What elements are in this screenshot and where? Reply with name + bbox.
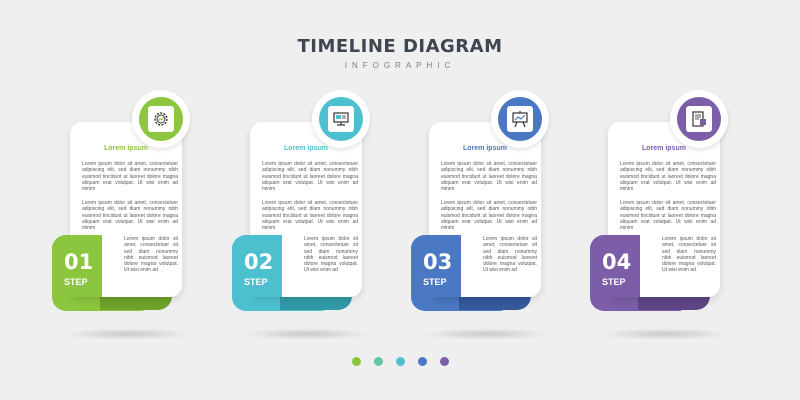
step-paragraph-3: Lorem ipsum dolor sit amet, consectetuer… xyxy=(304,236,358,274)
step-heading: Lorem ipsum xyxy=(463,145,507,152)
step-icon-ring xyxy=(132,90,190,148)
step-paragraph-2: Lorem ipsum dolor sit amet, consectetuer… xyxy=(620,200,716,232)
step-icon-circle xyxy=(319,97,363,141)
step-number: 02 xyxy=(244,250,274,274)
monitor-icon xyxy=(328,106,354,132)
step-shadow xyxy=(242,328,372,340)
step-paragraph-3: Lorem ipsum dolor sit amet, consectetuer… xyxy=(662,236,716,274)
step-paragraph-1: Lorem ipsum dolor sit amet, consectetuer… xyxy=(82,161,178,193)
step-paragraph-1: Lorem ipsum dolor sit amet, consectetuer… xyxy=(262,161,358,193)
page-subtitle: INFOGRAPHIC xyxy=(344,61,456,70)
step-paragraph-1: Lorem ipsum dolor sit amet, consectetuer… xyxy=(620,161,716,193)
step-card-cover xyxy=(590,235,640,297)
step-heading: Lorem ipsum xyxy=(284,145,328,152)
step-icon-circle xyxy=(677,97,721,141)
step-shadow xyxy=(600,328,730,340)
step-label: STEP xyxy=(244,277,268,287)
timeline-step-1: Lorem ipsum Lorem ipsum dolor sit amet, … xyxy=(52,90,202,340)
step-heading: Lorem ipsum xyxy=(642,145,686,152)
timeline-step-2: Lorem ipsum Lorem ipsum dolor sit amet, … xyxy=(232,90,382,340)
document-icon xyxy=(686,106,712,132)
dot-4 xyxy=(417,357,427,366)
step-card-cover xyxy=(232,235,282,297)
timeline-step-3: Lorem ipsum Lorem ipsum dolor sit amet, … xyxy=(411,90,561,340)
step-paragraph-3: Lorem ipsum dolor sit amet, consectetuer… xyxy=(483,236,537,274)
page-title: TIMELINE DIAGRAM xyxy=(297,36,503,57)
pagination-dots xyxy=(0,357,800,366)
dot-5 xyxy=(439,357,449,366)
dot-1 xyxy=(351,357,361,366)
step-card-cover xyxy=(411,235,461,297)
step-icon-circle xyxy=(139,97,183,141)
step-shadow xyxy=(421,328,551,340)
step-icon-ring xyxy=(670,90,728,148)
step-label: STEP xyxy=(423,277,447,287)
step-number: 01 xyxy=(64,250,94,274)
step-icon-ring xyxy=(491,90,549,148)
step-card-cover xyxy=(52,235,102,297)
step-heading: Lorem ipsum xyxy=(104,145,148,152)
step-paragraph-2: Lorem ipsum dolor sit amet, consectetuer… xyxy=(262,200,358,232)
timeline-step-4: Lorem ipsum Lorem ipsum dolor sit amet, … xyxy=(590,90,740,340)
step-paragraph-3: Lorem ipsum dolor sit amet, consectetuer… xyxy=(124,236,178,274)
step-label: STEP xyxy=(602,277,626,287)
step-label: STEP xyxy=(64,277,88,287)
step-number: 03 xyxy=(423,250,453,274)
step-paragraph-2: Lorem ipsum dolor sit amet, consectetuer… xyxy=(441,200,537,232)
presentation-board-icon xyxy=(507,106,533,132)
header: TIMELINE DIAGRAM INFOGRAPHIC xyxy=(0,36,800,70)
gear-chart-icon xyxy=(148,106,174,132)
step-paragraph-1: Lorem ipsum dolor sit amet, consectetuer… xyxy=(441,161,537,193)
step-number: 04 xyxy=(602,250,632,274)
dot-2 xyxy=(373,357,383,366)
dot-3 xyxy=(395,357,405,366)
step-icon-ring xyxy=(312,90,370,148)
step-shadow xyxy=(62,328,192,340)
step-icon-circle xyxy=(498,97,542,141)
step-paragraph-2: Lorem ipsum dolor sit amet, consectetuer… xyxy=(82,200,178,232)
